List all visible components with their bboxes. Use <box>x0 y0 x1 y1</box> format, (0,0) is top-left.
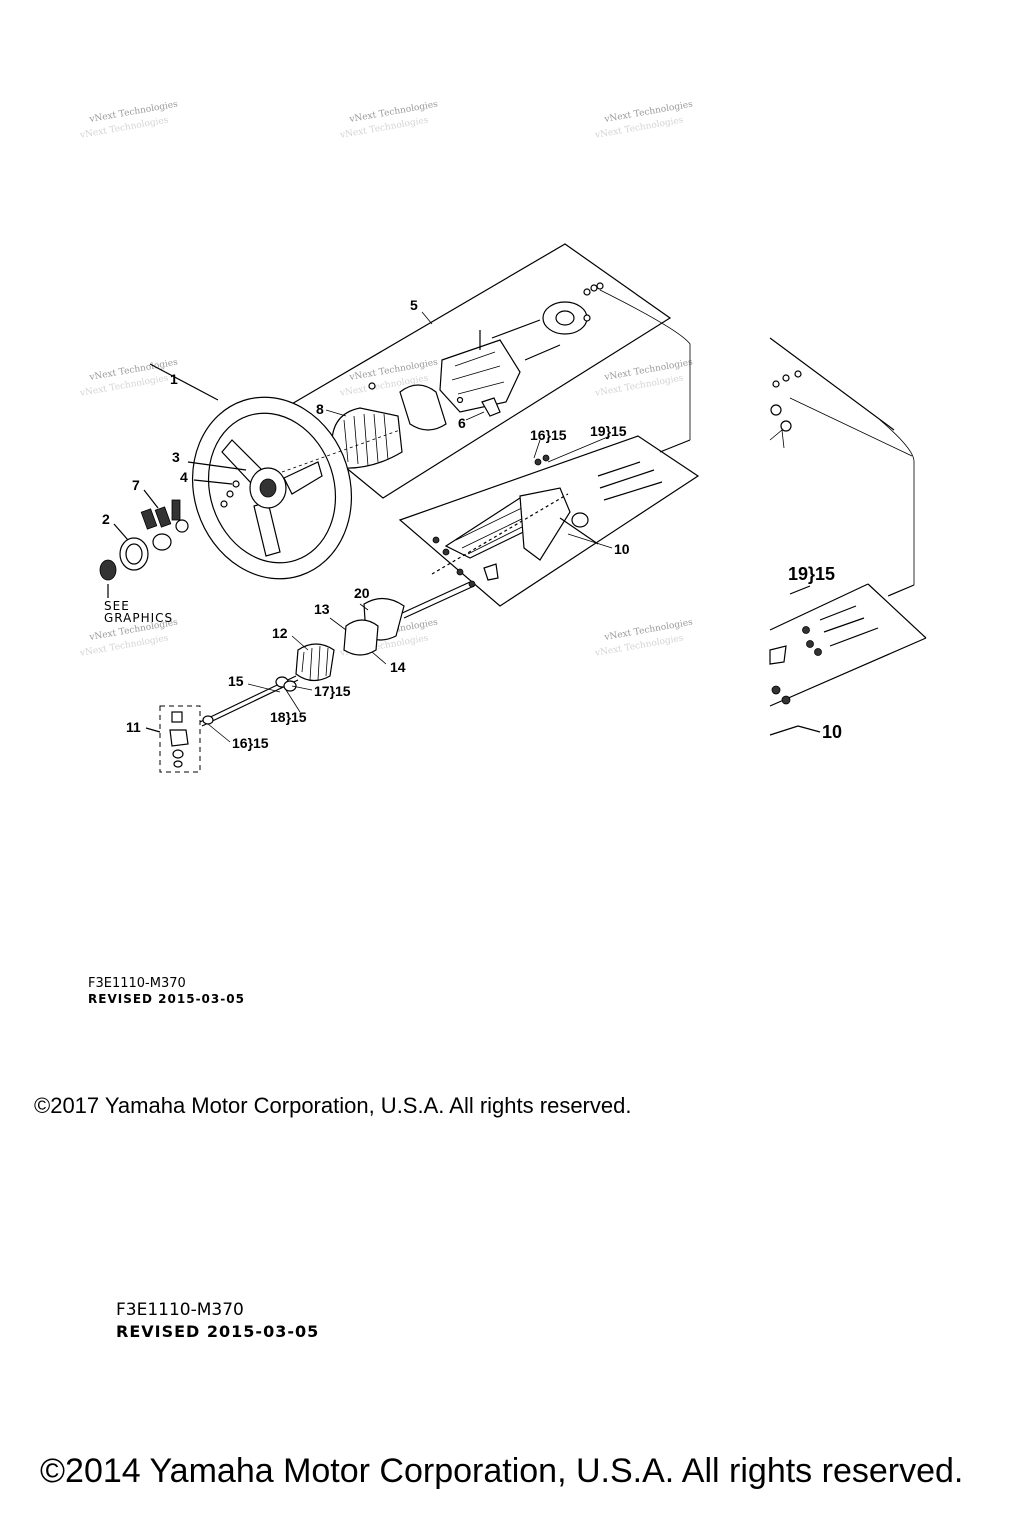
watermark: vNext Technologies vNext Technologies <box>78 100 179 141</box>
bolt <box>599 469 655 489</box>
steering-cable <box>199 581 475 727</box>
emblem <box>99 559 117 581</box>
callout-13: 13 <box>314 601 330 617</box>
bolt <box>524 344 561 361</box>
clamp-13 <box>343 619 379 656</box>
watermark: vNext Technologies vNext Technologies <box>593 100 694 141</box>
watermark: vNext Technologies vNext Technologies <box>593 618 694 659</box>
revised-date-small: REVISED 2015-03-05 <box>88 992 245 1006</box>
callout-12: 12 <box>272 625 288 641</box>
callout-10: 10 <box>614 541 630 557</box>
boot-12 <box>295 643 335 682</box>
hub-parts <box>99 461 247 598</box>
helm-assembly-box <box>276 243 672 499</box>
steering-arm-box <box>398 435 700 607</box>
bolt <box>597 461 641 477</box>
watermark: vNext Technologies vNext Technologies <box>78 358 179 399</box>
bolt <box>171 499 181 521</box>
callout-18-15: 18}15 <box>270 709 307 725</box>
bolt <box>491 319 541 339</box>
callout-14: 14 <box>390 659 406 675</box>
arm-box-outline <box>398 435 700 607</box>
see-graphics-line1: SEE <box>104 599 130 613</box>
callout-labels: 5 1 8 6 16}15 19}15 3 4 7 2 10 20 13 12 … <box>102 297 842 751</box>
bezel-ring <box>399 384 447 431</box>
leader-lines <box>207 311 613 743</box>
copyright-large: ©2014 Yamaha Motor Corporation, U.S.A. A… <box>40 1452 964 1490</box>
see-graphics-line2: GRAPHICS <box>104 611 173 625</box>
small-bracket <box>481 397 501 417</box>
callout-2: 2 <box>102 511 110 527</box>
diagram-code-small: F3E1110-M370 <box>88 976 186 991</box>
callout-17-15: 17}15 <box>314 683 351 699</box>
copyright-small: ©2017 Yamaha Motor Corporation, U.S.A. A… <box>34 1093 632 1118</box>
helm-housing <box>439 339 521 413</box>
callout-19-15-zoom: 19}15 <box>788 564 835 584</box>
bolt <box>823 617 865 633</box>
wheel-spoke <box>283 461 323 495</box>
arm-bracket <box>519 487 571 561</box>
callout-5: 5 <box>410 297 418 313</box>
watermarks: vNext Technologies vNext Technologies vN… <box>78 100 694 659</box>
callout-1: 1 <box>170 371 178 387</box>
revised-date-large: REVISED 2015-03-05 <box>116 1322 320 1341</box>
callout-15: 15 <box>228 673 244 689</box>
callout-11: 11 <box>126 719 141 735</box>
callout-19-15-top: 19}15 <box>590 423 627 439</box>
bolt <box>829 627 879 647</box>
callout-4: 4 <box>180 469 188 485</box>
callout-20: 20 <box>354 585 370 601</box>
callout-3: 3 <box>172 449 180 465</box>
bolt <box>603 481 663 501</box>
callout-16-15-bottom: 16}15 <box>232 735 269 751</box>
exploded-parts-diagram: vNext Technologies vNext Technologies vN… <box>78 100 927 773</box>
washer <box>175 519 189 533</box>
callout-8: 8 <box>316 401 324 417</box>
steering-wheel <box>149 363 401 580</box>
callout-10-zoom: 10 <box>822 722 842 742</box>
zoom-detail <box>769 337 927 736</box>
nut <box>152 533 172 551</box>
callout-16-15-top: 16}15 <box>530 427 567 443</box>
cable-end-kit <box>145 705 201 773</box>
bolt <box>819 605 857 621</box>
diagram-code-large: F3E1110-M370 <box>116 1300 244 1320</box>
watermark: vNext Technologies vNext Technologies <box>338 100 439 141</box>
watermark: vNext Technologies vNext Technologies <box>593 358 694 399</box>
bolt <box>140 508 158 530</box>
bolt <box>154 506 172 528</box>
callout-6: 6 <box>458 415 466 431</box>
callout-7: 7 <box>132 477 140 493</box>
